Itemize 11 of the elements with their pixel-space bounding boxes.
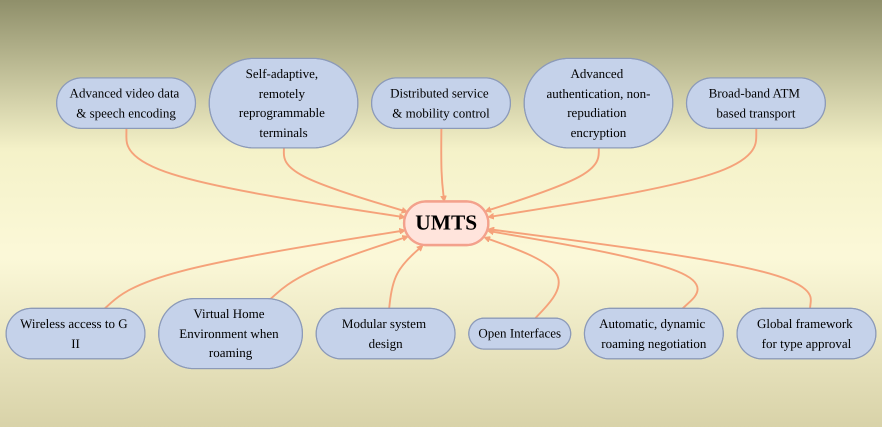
arrow: [487, 228, 698, 310]
arrow: [104, 228, 406, 310]
arrow: [484, 148, 600, 213]
arrow: [484, 236, 560, 320]
arrow: [270, 235, 409, 300]
arrow: [440, 128, 447, 202]
arrow: [487, 128, 758, 220]
arrow: [388, 244, 424, 309]
arrow: [125, 128, 406, 220]
arrow: [488, 226, 812, 309]
arrow: [282, 148, 408, 214]
